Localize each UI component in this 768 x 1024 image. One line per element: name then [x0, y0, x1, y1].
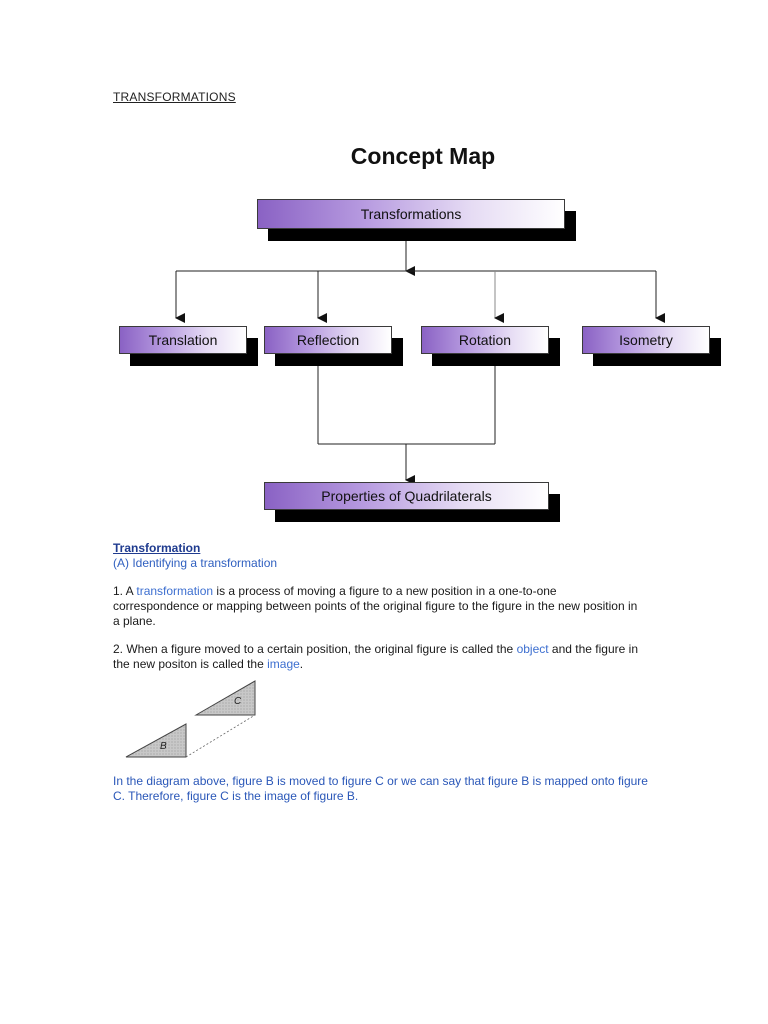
- p2-mid: and the figure in the new positon is cal…: [113, 642, 638, 671]
- node-label: Reflection: [296, 332, 360, 348]
- node-transformations: Transformations: [257, 199, 565, 229]
- p1-lead: 1. A: [113, 584, 137, 598]
- section-subheading: (A) Identifying a transformation: [113, 556, 278, 570]
- term-image: image: [267, 657, 300, 671]
- node-label: Transformations: [360, 206, 462, 222]
- concept-map-title: Concept Map: [350, 143, 496, 169]
- node-label: Rotation: [458, 332, 512, 348]
- section-heading[interactable]: Transformation: [113, 541, 201, 555]
- concept-map-connectors: [175, 229, 665, 485]
- term-transformation: transformation: [136, 584, 214, 598]
- p2-lead: 2. When a figure moved to a certain posi…: [113, 642, 517, 656]
- triangle-c: [194, 680, 256, 716]
- node-rotation: Rotation: [421, 326, 549, 354]
- node-reflection: Reflection: [264, 326, 392, 354]
- page-title: TRANSFORMATIONS: [113, 90, 236, 104]
- figure-caption: In the diagram above, figure B is moved …: [113, 774, 648, 803]
- p2-end: .: [299, 657, 304, 671]
- term-object: object: [516, 642, 549, 656]
- node-properties-of-quadrilaterals: Properties of Quadrilaterals: [264, 482, 549, 510]
- node-label: Isometry: [619, 332, 673, 348]
- node-label: Translation: [148, 332, 218, 348]
- node-label: Properties of Quadrilaterals: [321, 488, 492, 504]
- node-isometry: Isometry: [582, 326, 710, 354]
- label-b: B: [160, 741, 167, 752]
- label-c: C: [234, 696, 242, 707]
- p1-rest: is a process of moving a figure to a new…: [113, 584, 638, 628]
- paragraph-2: 2. When a figure moved to a certain posi…: [113, 642, 643, 672]
- node-translation: Translation: [119, 326, 247, 354]
- triangle-mapping-figure: B C: [125, 680, 256, 758]
- triangle-b: [125, 723, 187, 758]
- paragraph-1: 1. A transformation is a process of movi…: [113, 584, 643, 629]
- mapping-line: [185, 714, 256, 758]
